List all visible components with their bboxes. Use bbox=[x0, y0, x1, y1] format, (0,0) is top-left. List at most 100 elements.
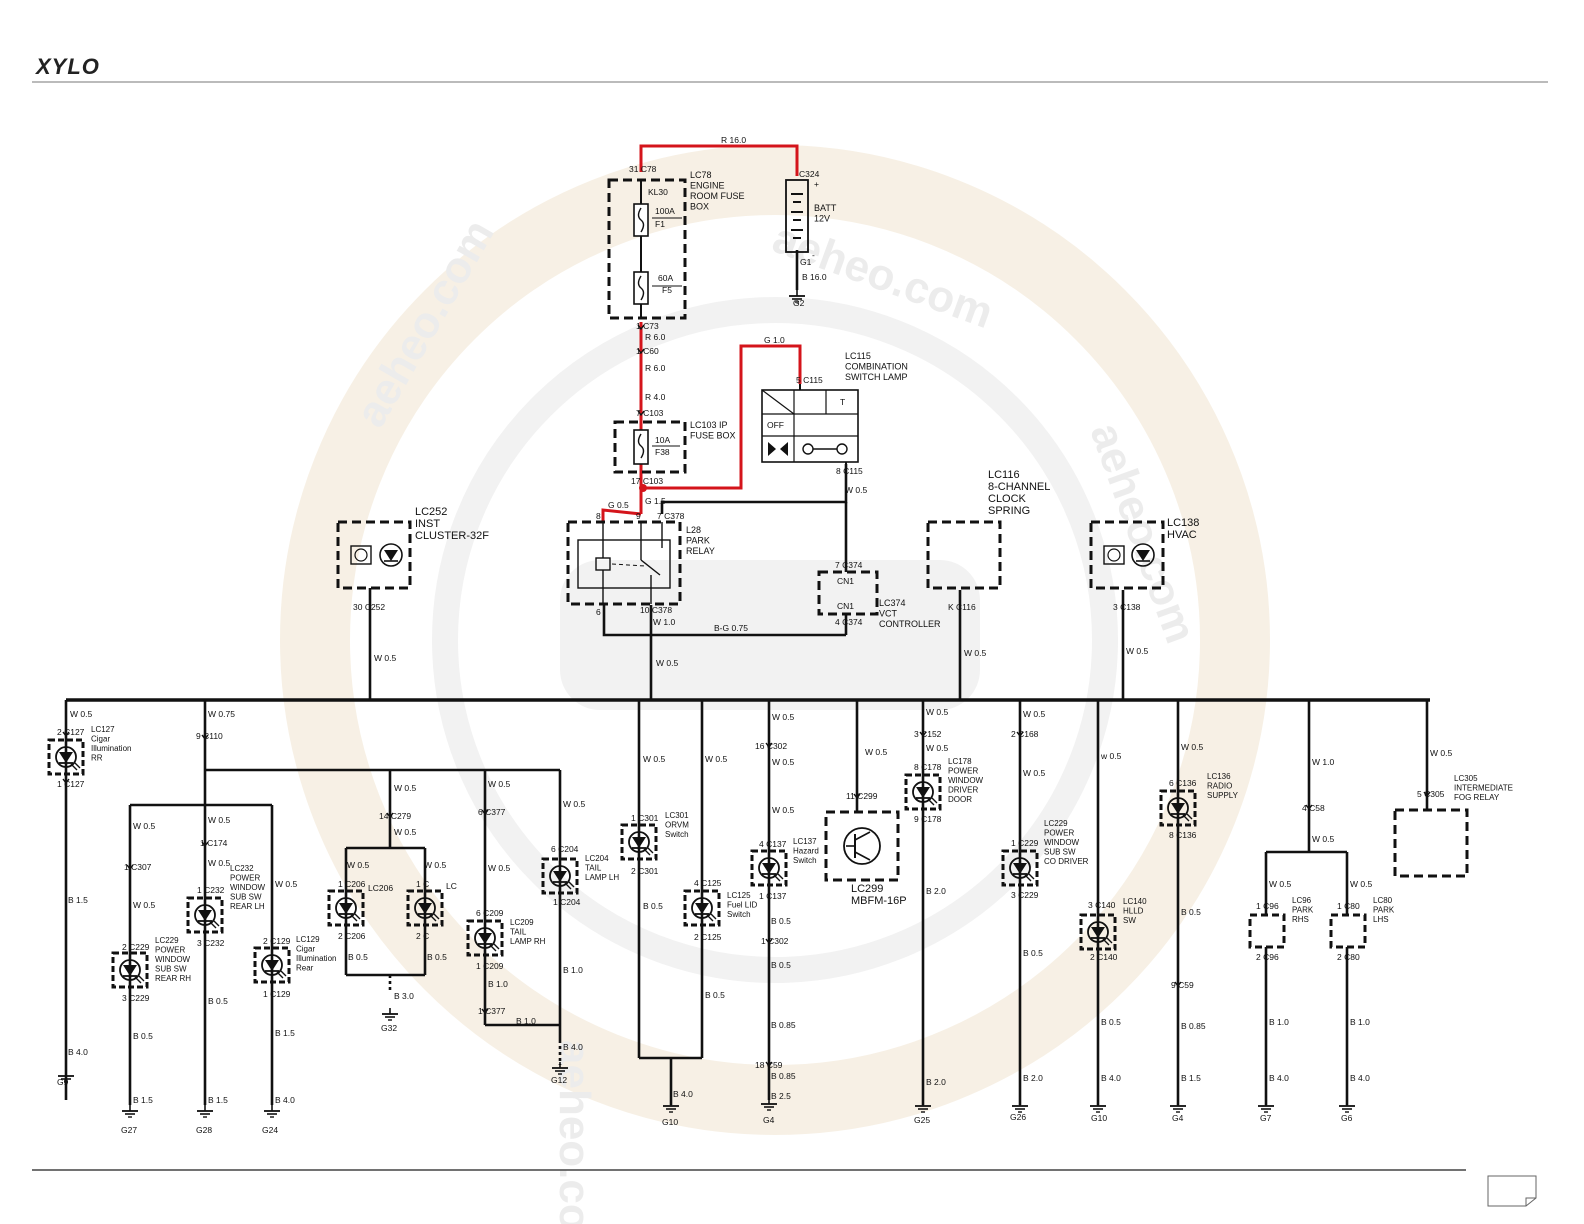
ground-g4b-icon bbox=[1169, 1099, 1187, 1113]
wire-label-x4w: W 0.5 bbox=[208, 815, 230, 825]
wire-label-x5w: W 0.5 bbox=[275, 879, 297, 889]
wire-label-x4d: 3 C232 bbox=[197, 938, 225, 948]
lc136-label-line: SUPPLY bbox=[1207, 791, 1239, 800]
lc301-label-line: LC301 bbox=[665, 811, 689, 820]
wire-label-x13f: B 2.0 bbox=[926, 1077, 946, 1087]
wire-label-x1b: B 1.5 bbox=[68, 895, 88, 905]
l28-park-relay bbox=[566, 520, 682, 606]
lc374-label-line: LC374 bbox=[879, 598, 906, 608]
wire-label-x6g2: G32 bbox=[381, 1023, 397, 1033]
wire-label-x13a: 3 C152 bbox=[914, 729, 942, 739]
ground-g24-icon bbox=[263, 1104, 281, 1118]
wire-label-x17e: 1 C96 bbox=[1256, 901, 1279, 911]
wire-label-x8b: 1 C204 bbox=[553, 897, 581, 907]
lc229r-label-line: WINDOW bbox=[155, 955, 191, 964]
wire-label-x1w: W 0.5 bbox=[70, 709, 92, 719]
wire-label-x13e: B 2.0 bbox=[926, 886, 946, 896]
wire-label-c116: K C116 bbox=[948, 602, 976, 612]
wire-label-x8w: W 0.5 bbox=[563, 799, 585, 809]
page-corner-icon bbox=[1487, 1175, 1537, 1207]
wire-label-w05-138: W 0.5 bbox=[1126, 646, 1148, 656]
wire-label-x11g: 1 C302 bbox=[761, 936, 789, 946]
wire-label-x7b: W 0.5 bbox=[488, 863, 510, 873]
ground-g28-icon bbox=[196, 1104, 214, 1118]
lc252-label-line: LC252 bbox=[415, 506, 447, 518]
lc125-label-line: LC125 bbox=[727, 891, 751, 900]
wire-label-x17w: W 1.0 bbox=[1312, 757, 1334, 767]
wire-label-cn1a: CN1 bbox=[837, 576, 854, 586]
wire-label-x10w: W 0.5 bbox=[705, 754, 727, 764]
wire-label-x6j: 2 C bbox=[416, 931, 429, 941]
wire-label-x4f: B 1.5 bbox=[208, 1095, 228, 1105]
wire-label-x4g: G28 bbox=[196, 1125, 212, 1135]
wire-label-x15g: G10 bbox=[1091, 1113, 1107, 1123]
wire-label-r6a: R 6.0 bbox=[645, 332, 666, 342]
wire-label-g15: G 1.5 bbox=[645, 496, 666, 506]
wire-label-x17b: W 0.5 bbox=[1312, 834, 1334, 844]
wire-label-p9: 9 bbox=[636, 511, 641, 521]
lc305-fog-relay bbox=[1393, 808, 1469, 878]
wire-label-x1e: B 4.0 bbox=[68, 1047, 88, 1057]
wire-label-w10: W 1.0 bbox=[653, 617, 675, 627]
wire-label-x13g: G25 bbox=[914, 1115, 930, 1125]
wire-label-x3c: 2 C229 bbox=[122, 942, 150, 952]
wire-label-x15c: B 0.5 bbox=[1101, 1017, 1121, 1027]
wire-label-r6b: R 6.0 bbox=[645, 363, 666, 373]
lc129-label-line: LC129 bbox=[296, 935, 320, 944]
wire-label-x17j: B 4.0 bbox=[1269, 1073, 1289, 1083]
lc115-switch[interactable] bbox=[761, 384, 859, 468]
lc229r-label-line: REAR RH bbox=[155, 974, 191, 983]
wire-label-w05-mid: W 0.5 bbox=[656, 658, 678, 668]
lc140-label-line: HLLD bbox=[1123, 907, 1144, 916]
lc78-label-line: ENGINE bbox=[690, 181, 725, 191]
lc140-label-line: SW bbox=[1123, 916, 1136, 925]
wire-label-c115b: 8 C115 bbox=[836, 466, 863, 476]
wire-label-x9w: W 0.5 bbox=[643, 754, 665, 764]
lc374-vct-controller bbox=[817, 570, 879, 616]
l28-label-line: PARK bbox=[686, 536, 710, 546]
wire-label-g10: G 1.0 bbox=[764, 335, 785, 345]
wire-label-bg075: B-G 0.75 bbox=[714, 623, 748, 633]
lc125-label-line: Switch bbox=[727, 910, 751, 919]
lc178-label-line: POWER bbox=[948, 767, 978, 776]
wire-label-x11b: W 0.5 bbox=[772, 757, 794, 767]
lc78-label-line: LC78 bbox=[690, 170, 712, 180]
lc125-label-line: Fuel LID bbox=[727, 901, 757, 910]
l28-label-line: L28 bbox=[686, 525, 701, 535]
wire-label-x13b: W 0.5 bbox=[926, 743, 948, 753]
lc80-label-line: PARK bbox=[1373, 906, 1395, 915]
ground-g7-icon bbox=[1257, 1099, 1275, 1113]
lc209-label-line: LC209 bbox=[510, 918, 534, 927]
wire-label-p6: 6 bbox=[596, 607, 601, 617]
lc138-hvac bbox=[1089, 520, 1165, 590]
wire-label-w-top: R 16.0 bbox=[721, 135, 746, 145]
lc116-label-line: 8-CHANNEL bbox=[988, 481, 1050, 493]
wire-label-r4: R 4.0 bbox=[645, 392, 666, 402]
wire-label-x1d: 1 C127 bbox=[57, 779, 85, 789]
wire-label-x11i: B 0.85 bbox=[771, 1020, 796, 1030]
lc127-label-line: Cigar bbox=[91, 735, 110, 744]
wire-label-x3d: 3 C229 bbox=[122, 993, 150, 1003]
lc138-label-line: LC138 bbox=[1167, 517, 1199, 529]
wire-label-c324: C324 bbox=[799, 169, 820, 179]
lc115-label-line: SWITCH LAMP bbox=[845, 372, 908, 382]
lc301-label-line: ORVM bbox=[665, 821, 689, 830]
lc229r-label-line: SUB SW bbox=[155, 965, 187, 974]
wire-label-x17d: W 0.5 bbox=[1350, 879, 1372, 889]
wire-label-x17n: B 4.0 bbox=[1350, 1073, 1370, 1083]
wire-label-x3b: W 0.5 bbox=[133, 900, 155, 910]
lc80-park-lhs bbox=[1329, 913, 1367, 949]
wire-label-x6d: W 0.5 bbox=[424, 860, 446, 870]
